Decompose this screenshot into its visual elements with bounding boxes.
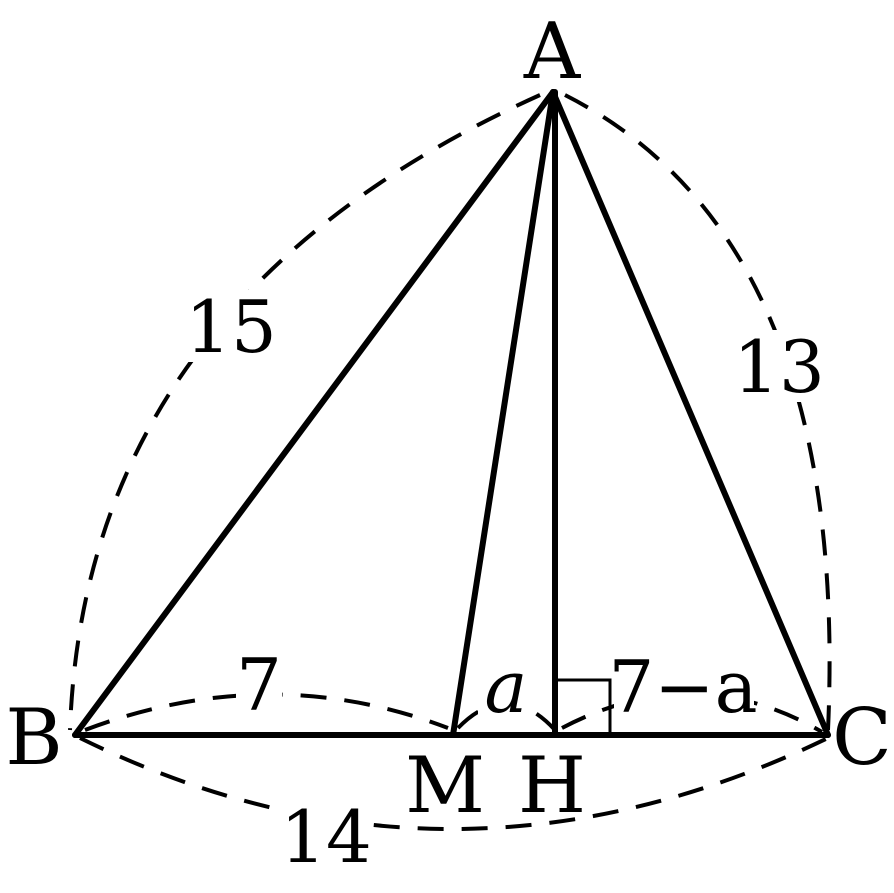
segment-AB — [72, 89, 556, 738]
measure-label-BM: 7 — [236, 643, 282, 727]
arc-AB-15 — [68, 93, 541, 731]
measure-label-AC: 13 — [733, 325, 825, 409]
measure-label-HC-text: 7−a — [608, 645, 757, 729]
arc-AC-13 — [564, 93, 832, 731]
right-angle-mark — [557, 678, 612, 733]
vertex-label-C: C — [832, 693, 892, 783]
measure-label-BC: 14 — [280, 795, 372, 879]
measure-label-AB: 15 — [185, 285, 277, 369]
vertex-label-H: H — [518, 741, 586, 831]
measure-label-HC: 7−a — [608, 645, 757, 729]
vertex-label-M: M — [405, 741, 485, 831]
segment-AC — [550, 89, 831, 738]
segment-AM — [450, 89, 556, 738]
vertex-label-B: B — [5, 693, 62, 783]
measure-label-MH: a — [485, 645, 528, 729]
vertex-label-A: A — [523, 7, 582, 97]
